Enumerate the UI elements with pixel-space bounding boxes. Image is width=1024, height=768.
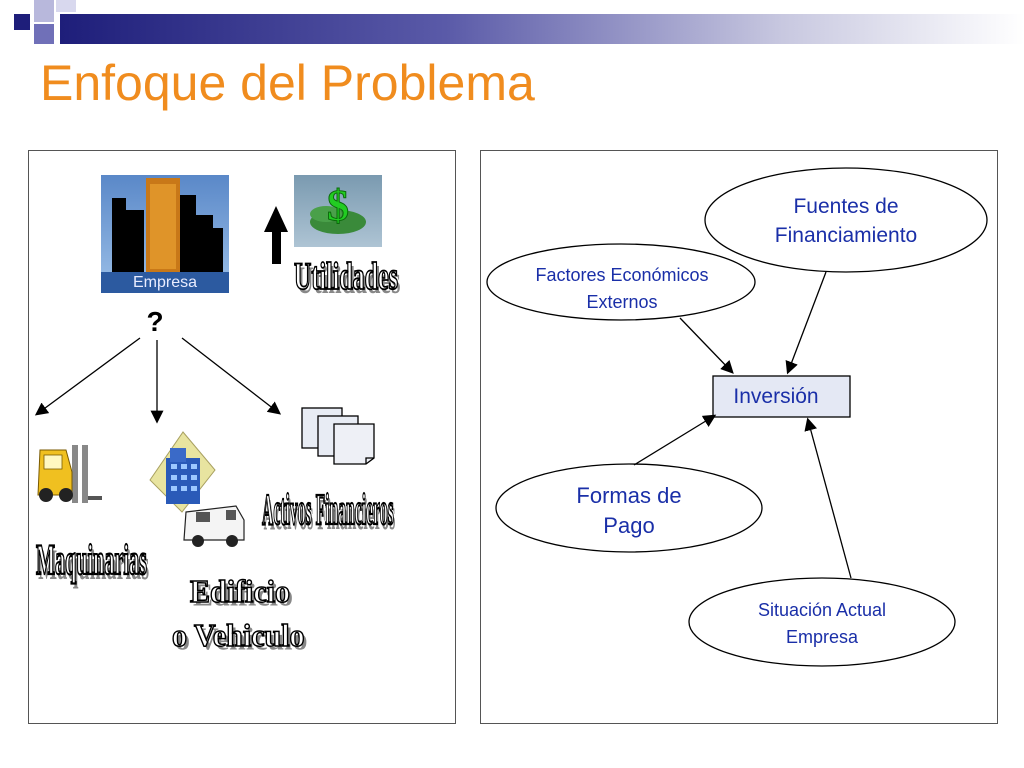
situation-node-shape [688, 577, 956, 667]
company-building-icon [101, 175, 229, 293]
header-square-light [34, 0, 54, 22]
arrow-to-financial-assets [181, 337, 282, 415]
documents-icon [301, 407, 375, 465]
funding-node-text: Fuentes de Financiamiento [720, 192, 972, 250]
building-label-line1: Edificio [189, 574, 291, 610]
edge-funding-to-investment [785, 271, 827, 375]
forklift-icon [37, 445, 102, 503]
payment-node-text: Formas de Pago [504, 481, 754, 541]
utilities-label: Utilidades [293, 255, 399, 299]
payment-line1: Formas de [576, 483, 682, 508]
situation-node-text: Situación Actual Empresa [697, 597, 947, 651]
left-panel [28, 150, 456, 724]
money-icon: $ [294, 175, 382, 247]
building-van-icon [149, 431, 245, 547]
situation-line2: Empresa [785, 627, 859, 647]
header-square-pale [56, 0, 76, 12]
header-square-dark [14, 14, 30, 30]
situation-line1: Situación Actual [757, 600, 887, 620]
arrow-to-machinery [34, 337, 141, 416]
header-gradient-bar [60, 14, 1024, 44]
external-factors-node-text: Factores Económicos Externos [496, 262, 748, 316]
edge-situation-to-investment [804, 417, 852, 579]
funding-node-shape [704, 167, 988, 273]
payment-line2: Pago [603, 513, 655, 538]
up-arrow-icon [264, 206, 288, 264]
financial-assets-label: Activos Financieros [262, 485, 394, 536]
question-mark: ? [146, 306, 164, 337]
edge-payment-to-investment [633, 414, 717, 466]
funding-line1: Fuentes de [793, 195, 899, 218]
machinery-label: Maquinarias [35, 536, 147, 585]
edge-external-to-investment [679, 317, 734, 374]
header-square-mid [34, 24, 54, 44]
building-label-line2: o Vehiculo [171, 618, 305, 654]
svg-text:$: $ [327, 181, 349, 230]
investment-node-text: Inversión [733, 385, 819, 408]
external-line2: Externos [586, 292, 658, 312]
slide-title: Enfoque del Problema [40, 55, 535, 111]
company-image-label: Empresa [132, 274, 198, 291]
external-factors-node-shape [486, 243, 756, 321]
funding-line2: Financiamiento [774, 224, 918, 247]
external-line1: Factores Económicos [535, 265, 709, 285]
investment-node-shape [712, 375, 851, 418]
payment-node-shape [495, 463, 763, 553]
